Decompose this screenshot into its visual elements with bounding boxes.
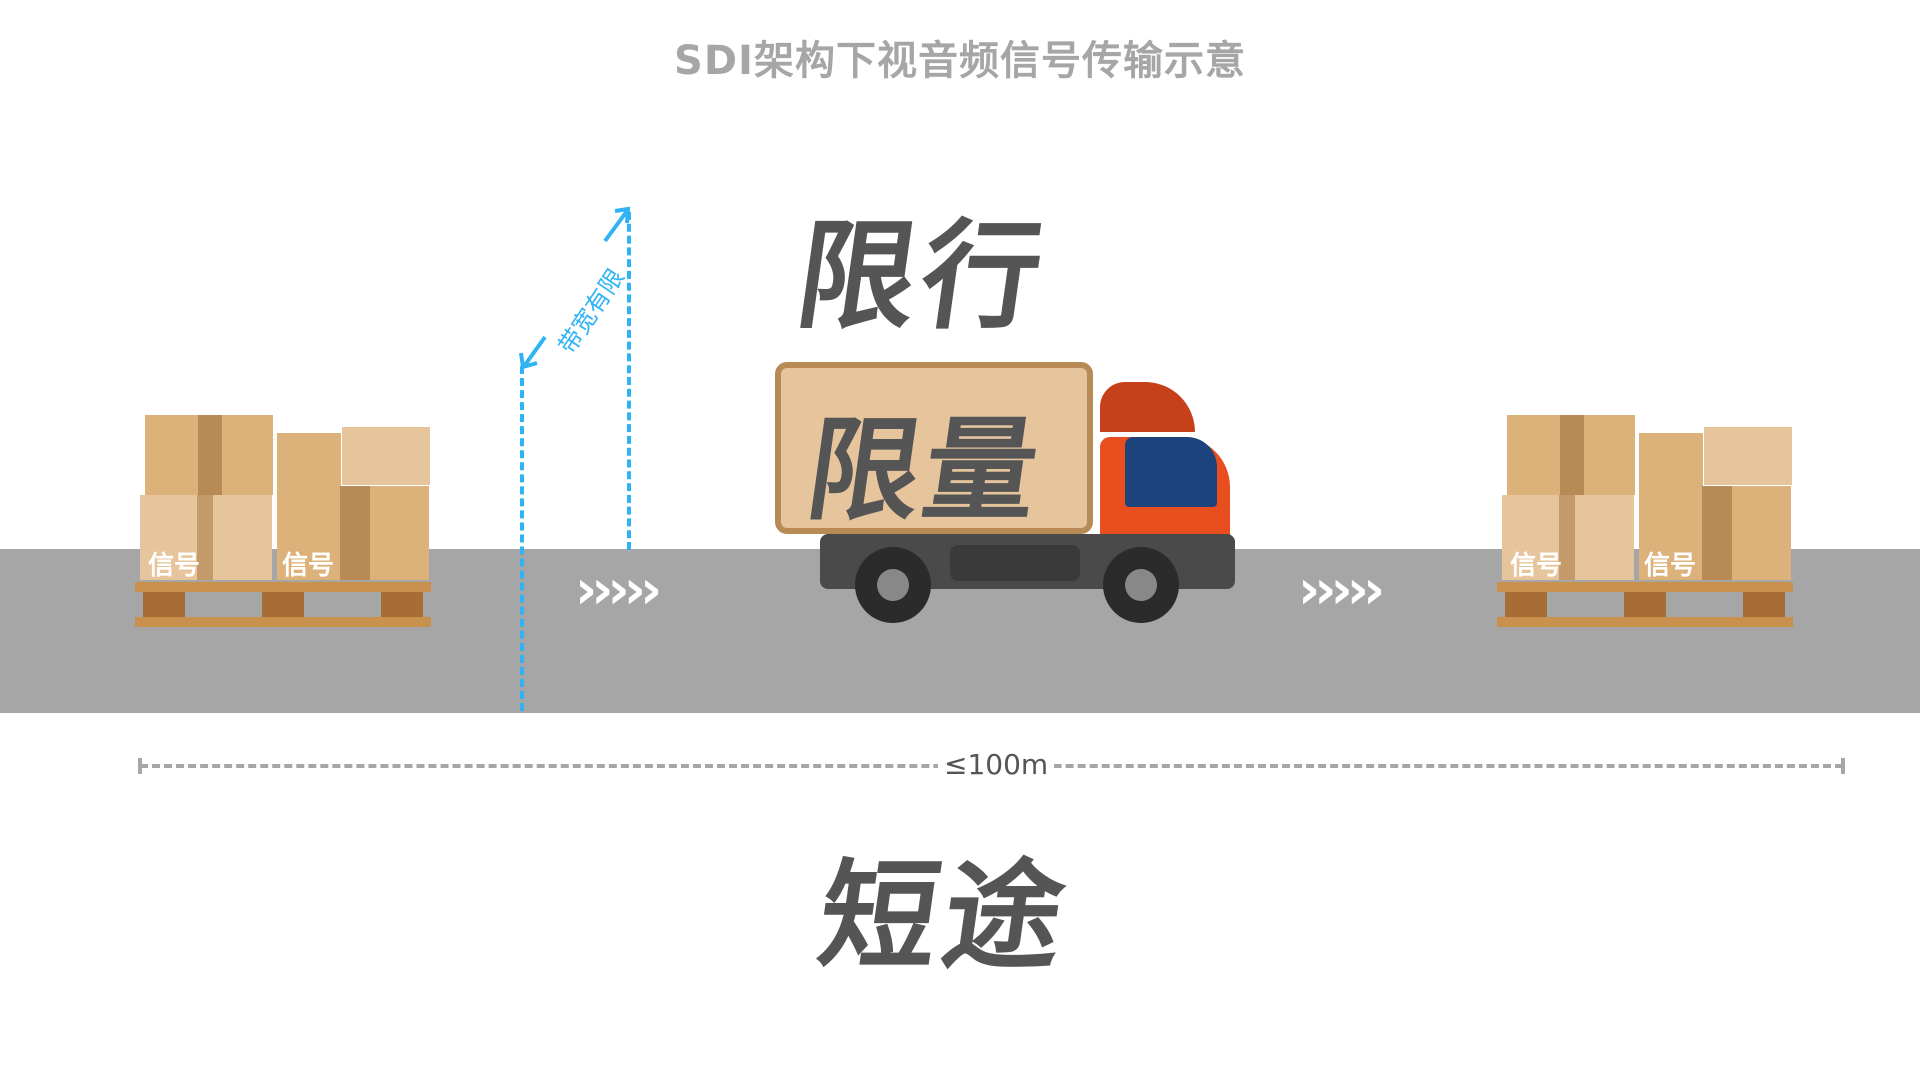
truck: 限量 <box>775 362 1245 632</box>
box-label: 信号 <box>1644 551 1697 581</box>
truck-cargo-box <box>775 362 1093 534</box>
ruler-tick-left <box>138 758 142 774</box>
ruler-tick-right <box>1841 758 1845 774</box>
cargo-pallet-left: 信号 信号 <box>135 415 431 655</box>
label-short-distance: 短途 <box>810 847 1079 985</box>
box-label: 信号 <box>1510 551 1563 581</box>
direction-chevrons-right: ››››› <box>1298 558 1385 621</box>
bandwidth-arrow-icon <box>519 206 631 370</box>
truck-label: 限量 <box>799 406 1050 536</box>
bandwidth-line-left <box>520 366 524 711</box>
truck-window <box>1125 437 1217 507</box>
distance-label: ≤100m <box>938 748 1055 781</box>
page-title: SDI架构下视音频信号传输示意 <box>674 38 1246 84</box>
box-label: 信号 <box>148 551 201 581</box>
box-label: 信号 <box>282 551 335 581</box>
direction-chevrons-left: ››››› <box>575 558 662 621</box>
bandwidth-line-right <box>627 212 631 550</box>
cargo-pallet-right: 信号 信号 <box>1497 415 1793 655</box>
label-restricted-travel: 限行 <box>788 207 1057 345</box>
